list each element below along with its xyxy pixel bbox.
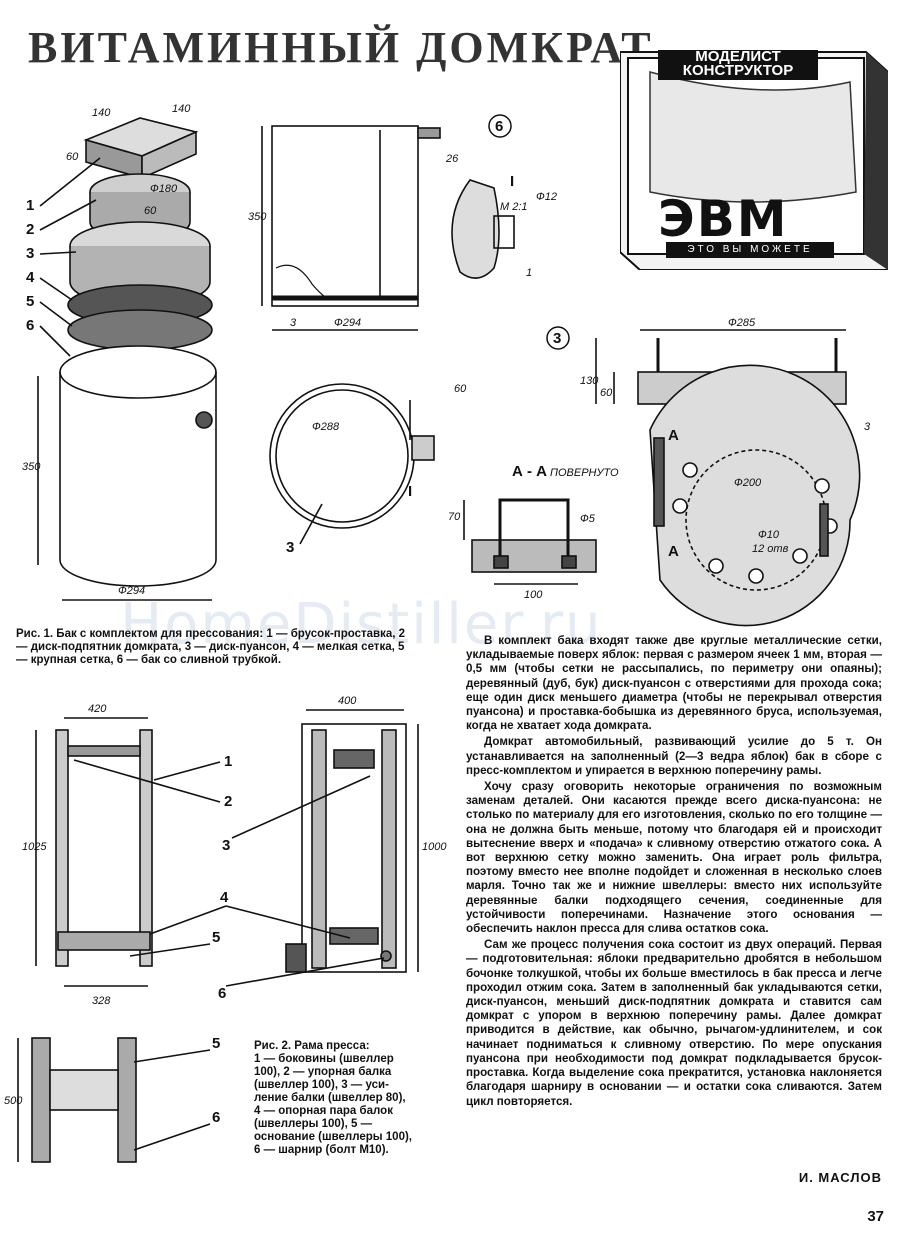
dim-frame-w3: 400 (338, 695, 357, 707)
callout-3: 3 (26, 245, 34, 262)
dim-frame-h2: 1000 (422, 841, 447, 853)
callout-4: 4 (26, 269, 35, 286)
page-number: 37 (867, 1208, 884, 1225)
dim-tank-diameter: Ф294 (118, 585, 145, 597)
article-paragraph: В комплект бака входят также две круглые… (466, 634, 882, 733)
frame-callout-1: 1 (224, 753, 232, 770)
frame-callout-6: 6 (218, 985, 226, 1002)
fig2-caption-line: 1 — боковины (швеллер (254, 1053, 394, 1065)
dim-fig6-base: 3 (290, 317, 297, 329)
frame-callout-3: 3 (222, 837, 230, 854)
section-mark-a-top: А (668, 427, 679, 444)
dim-aa-height: 70 (448, 511, 461, 523)
fig3-badge: 3 (553, 330, 561, 347)
dim-disc2: Ф180 (150, 183, 178, 195)
dim-fig6-height: 350 (248, 211, 267, 223)
dim-block-height: 60 (66, 151, 79, 163)
technical-drawing: 140 140 60 Ф180 60 350 Ф294 1 2 3 4 5 6 … (22, 103, 871, 627)
dim-block-depth: 140 (172, 103, 191, 115)
section-mark-a-bottom: А (668, 543, 679, 560)
dim-aa-width: 100 (524, 589, 543, 601)
dim-tube-diameter: Ф12 (536, 191, 557, 203)
dim-ring-lip: 60 (454, 383, 467, 395)
fig2-caption-line: (швеллер 100), 3 — уси- (254, 1079, 389, 1091)
fig2-caption-line: 6 — шарнир (болт М10). (254, 1144, 389, 1156)
callout-2: 2 (26, 221, 34, 238)
dim-fig3-h1: 130 (580, 375, 599, 387)
frame-callout-5b: 5 (212, 1035, 220, 1052)
article-paragraph: Домкрат автомобильный, развивающий усили… (466, 735, 882, 777)
dim-frame-h3: 500 (4, 1095, 23, 1107)
article-author: И. МАСЛОВ (798, 1170, 882, 1185)
magazine-frame (620, 51, 888, 270)
frame-callout-2: 2 (224, 793, 232, 810)
dim-frame-h1: 1025 (22, 841, 47, 853)
frame-callout-4: 4 (220, 889, 229, 906)
frame-callout-6b: 6 (212, 1109, 220, 1126)
dim-ring-diameter: Ф288 (312, 421, 340, 433)
detail-mark-I: I (510, 173, 514, 190)
dim-disc2-height: 60 (144, 205, 157, 217)
watermark: HomeDistiller.ru (120, 592, 603, 657)
fig2-caption-line: (швеллеры 100), 5 — (254, 1118, 373, 1130)
fig2-caption-line: основание (швеллеры 100), (254, 1131, 412, 1143)
dim-block-width: 140 (92, 107, 111, 119)
fig2-caption-title: Рис. 2. Рама пресса: (254, 1040, 370, 1052)
callout-5: 5 (26, 293, 34, 310)
fig2-caption-line: ление балки (швеллер 80), (254, 1092, 406, 1104)
fig2-caption: Рис. 2. Рама пресса: 1 — боковины (швелл… (254, 1040, 424, 1157)
dim-fig3-inner: Ф200 (734, 477, 762, 489)
dim-tube-length: 1 (526, 267, 532, 279)
page-title: ВИТАМИННЫЙ ДОМКРАТ (28, 23, 654, 72)
dim-frame-w2: 328 (92, 995, 111, 1007)
detail-scale: М 2:1 (500, 201, 528, 213)
frame-drawing: 420 1025 328 400 1000 500 1 2 3 4 5 6 5 … (4, 695, 447, 1163)
fig2-caption-line: 4 — опорная пара балок (254, 1105, 393, 1117)
article-body: В комплект бака входят также две круглые… (466, 634, 882, 1111)
dim-fig6-diameter: Ф294 (334, 317, 361, 329)
fig6-badge: 6 (495, 118, 503, 135)
dim-fig3-diameter: Ф285 (728, 317, 756, 329)
callout-1: 1 (26, 197, 34, 214)
ring-leader-3: 3 (286, 539, 294, 556)
section-aa-subtitle: ПОВЕРНУТО (550, 467, 619, 479)
article-paragraph: Сам же процесс получения сока состоит из… (466, 938, 882, 1108)
dim-fig3-edge: 3 (864, 421, 871, 433)
magazine-cover: МОДЕЛИСТ КОНСТРУКТОР ЭВМ ЭТО ВЫ МОЖЕТЕ (620, 42, 888, 270)
section-aa-title: А - А (512, 463, 547, 480)
fig1-caption: Рис. 1. Бак с комплектом для прессования… (16, 628, 406, 666)
dim-frame-w1: 420 (88, 703, 107, 715)
dim-fig3-h2: 60 (600, 387, 613, 399)
dim-fig6-lip: 26 (445, 153, 459, 165)
callout-6: 6 (26, 317, 34, 334)
dim-aa-diameter: Ф5 (580, 513, 596, 525)
frame-callout-5: 5 (212, 929, 220, 946)
article-paragraph: Хочу сразу оговорить некоторые ограничен… (466, 780, 882, 936)
ring-detail-I: I (408, 483, 412, 500)
dim-tank-height: 350 (22, 461, 41, 473)
magazine-tagline: ЭТО ВЫ МОЖЕТЕ (666, 242, 834, 258)
magazine-headline: ЭВМ (658, 190, 789, 248)
dim-fig3-holes: Ф10 (758, 529, 780, 541)
magazine-banner: МОДЕЛИСТ КОНСТРУКТОР (658, 49, 818, 80)
fig2-caption-line: 100), 2 — упорная балка (254, 1066, 392, 1078)
dim-fig3-holes-count: 12 отв (752, 543, 789, 555)
